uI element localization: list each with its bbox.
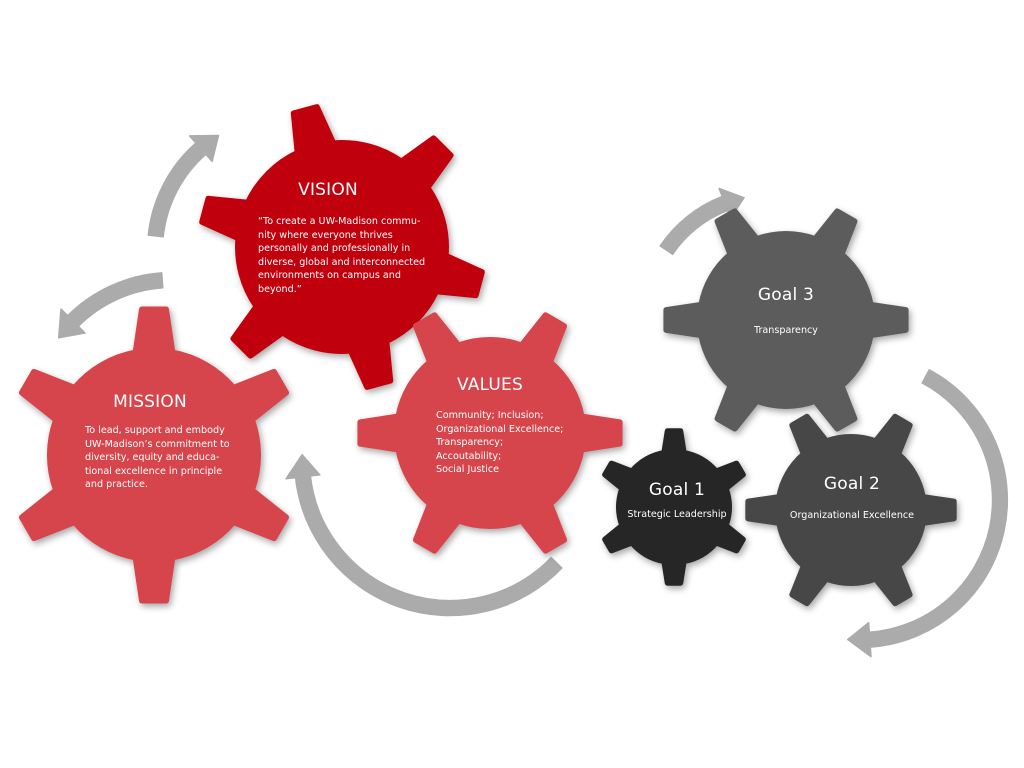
arrow-goal3-up-icon <box>659 187 745 256</box>
vision-title: VISION <box>298 180 358 200</box>
vision-gear <box>199 104 485 390</box>
goal2-gear <box>745 413 957 607</box>
vision-text: “To create a UW-Madison commu- nity wher… <box>258 216 426 295</box>
arrow-left-down-icon <box>57 272 164 339</box>
goal2-title: Goal 2 <box>823 474 881 494</box>
mission-title: MISSION <box>113 392 187 412</box>
goal3-subtitle: Transparency <box>754 325 818 336</box>
arrows-layer <box>57 134 1009 658</box>
goal1-gear <box>602 428 746 586</box>
values-text: Community; Inclusion; Organizational Exc… <box>436 410 564 476</box>
goal3-gear <box>663 208 909 432</box>
goal1-subtitle: Strategic Leadership <box>627 509 727 520</box>
arrow-right-down-icon <box>847 369 1009 658</box>
mission-gear <box>19 306 289 604</box>
goal2-subtitle: Organizational Excellence <box>789 510 915 521</box>
goal3-title: Goal 3 <box>757 285 815 305</box>
arrow-top-left-up-icon <box>147 134 220 238</box>
values-title: VALUES <box>457 375 523 395</box>
gears-layer <box>19 104 957 607</box>
values-gear <box>357 312 623 554</box>
arrow-bottom-up-icon <box>285 454 563 617</box>
goal1-title: Goal 1 <box>648 480 706 500</box>
mission-text: To lead, support and embody UW-Madison’s… <box>85 425 230 491</box>
